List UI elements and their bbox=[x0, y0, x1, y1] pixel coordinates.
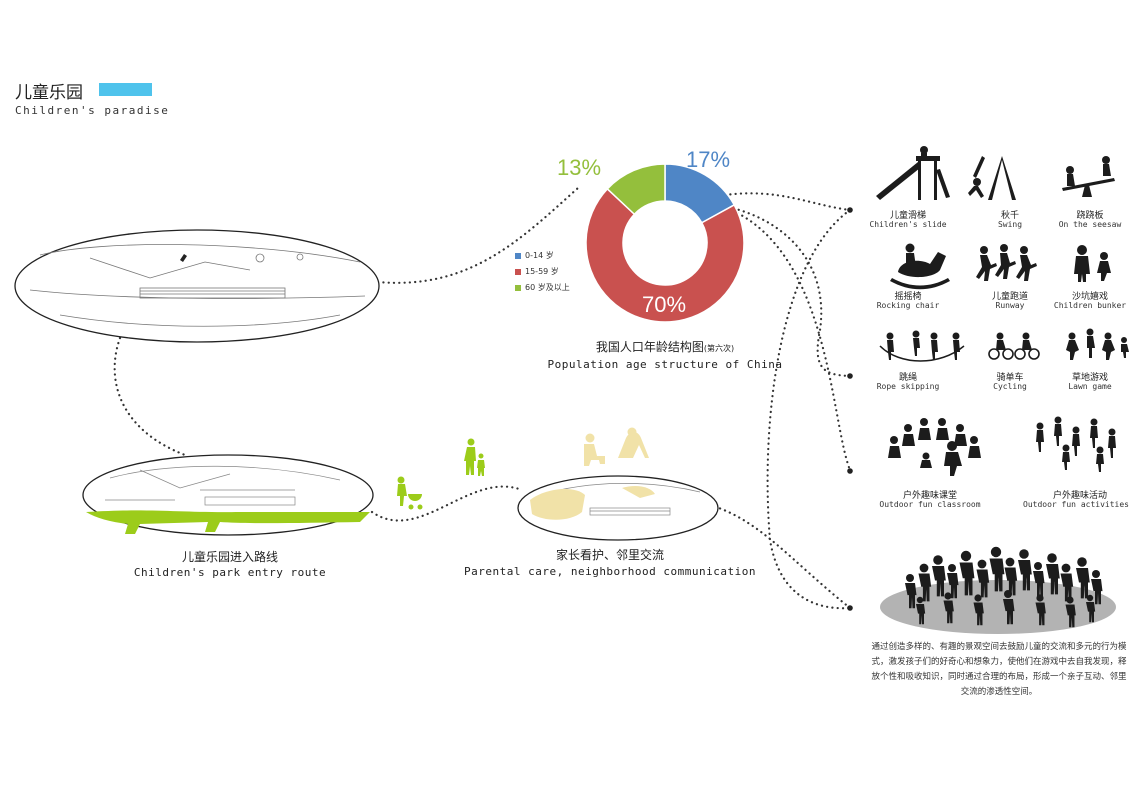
activity-label-en: Runway bbox=[995, 301, 1025, 310]
activity-label-en: Outdoor fun activities bbox=[1023, 500, 1129, 509]
seated-parents-icon bbox=[584, 427, 649, 466]
activity-label-en: Lawn game bbox=[1068, 382, 1112, 391]
activity-label-cn: 儿童跑道 bbox=[991, 292, 1028, 302]
care-label-cn: 家长看护、邻里交流 bbox=[555, 548, 664, 562]
legend-item-elderly: 60 岁及以上 bbox=[515, 282, 570, 293]
connector-to-class bbox=[716, 203, 852, 472]
section-subtitle: Children's paradise bbox=[15, 104, 170, 117]
activity-label-cn: 户外趣味活动 bbox=[1052, 491, 1107, 501]
site-plan-overview bbox=[14, 229, 380, 343]
site-plan-parental-care bbox=[517, 475, 719, 541]
legend-label: 15-59 岁 bbox=[525, 267, 559, 276]
dotted-connectors bbox=[113, 186, 852, 610]
chart-title-text: 我国人口年龄结构图 bbox=[595, 340, 704, 354]
section-title: 儿童乐园 bbox=[15, 83, 83, 103]
activity-label-en: Children's slide bbox=[869, 220, 947, 229]
activity-label-cn: 跷跷板 bbox=[1076, 211, 1104, 221]
activity-label-en: Rope skipping bbox=[876, 382, 940, 391]
legend-swatch bbox=[515, 284, 521, 291]
route-label-en: Children's park entry route bbox=[133, 566, 327, 579]
legend-label: 0-14 岁 bbox=[525, 251, 554, 260]
age-structure-donut bbox=[585, 163, 745, 323]
activity-label-en: Swing bbox=[997, 220, 1023, 229]
slide-icon bbox=[876, 146, 950, 200]
connector-plan-to-route bbox=[113, 336, 187, 457]
donut-slice-2 bbox=[606, 163, 666, 216]
rocking-horse-icon bbox=[890, 243, 950, 290]
activities-icon bbox=[1036, 416, 1116, 472]
family-stroller-icon bbox=[397, 476, 423, 510]
lawn-game-icon bbox=[1066, 328, 1129, 360]
title-accent-bar bbox=[99, 83, 152, 96]
activity-label-cn: 骑单车 bbox=[996, 373, 1024, 383]
connector-plan-to-chart bbox=[376, 186, 580, 284]
community-people-icon bbox=[905, 546, 1103, 628]
legend-label: 60 岁及以上 bbox=[525, 283, 570, 292]
care-label-en: Parental care, neighborhood communicatio… bbox=[463, 565, 757, 578]
connector-chart-to-play bbox=[723, 192, 852, 212]
activity-label-cn: 草地游戏 bbox=[1071, 373, 1108, 383]
connector-care-to-community bbox=[708, 503, 852, 610]
walking-family-icon bbox=[464, 438, 485, 476]
connector-to-sports bbox=[716, 203, 852, 378]
site-plan-entry-route bbox=[82, 454, 374, 536]
legend-item-children: 0-14 岁 bbox=[515, 250, 570, 261]
legend-swatch bbox=[515, 268, 521, 275]
pct-label-elderly: 13% bbox=[557, 155, 602, 180]
chart-subtitle: Population age structure of China bbox=[547, 358, 783, 371]
activity-label-cn: 秋千 bbox=[1000, 211, 1019, 221]
legend-item-adults: 15-59 岁 bbox=[515, 266, 570, 277]
chart-title: 我国人口年龄结构图(第六次) bbox=[540, 338, 790, 355]
activity-label-en: On the seesaw bbox=[1058, 220, 1122, 229]
activity-label-cn: 跳绳 bbox=[898, 373, 917, 383]
activity-label-cn: 摇摇椅 bbox=[894, 292, 922, 302]
route-label-cn: 儿童乐园进入路线 bbox=[181, 550, 278, 564]
activity-label-en: Rocking chair bbox=[876, 301, 940, 310]
sandpit-icon bbox=[1074, 245, 1111, 282]
rope-skipping-icon bbox=[879, 330, 965, 362]
swing-icon bbox=[968, 156, 1016, 200]
legend-swatch bbox=[515, 252, 521, 259]
activity-label-en: Children bunker bbox=[1053, 301, 1127, 310]
description-paragraph: 通过创造多样的、有趣的景观空间去鼓励儿童的交流和多元的行为模式，激发孩子们的好奇… bbox=[871, 642, 1127, 697]
chart-title-note: (第六次) bbox=[703, 344, 735, 353]
activity-icons bbox=[876, 146, 1129, 476]
activity-label-cn: 沙坑嬉戏 bbox=[1071, 292, 1108, 302]
classroom-icon bbox=[888, 418, 981, 476]
runners-icon bbox=[976, 244, 1037, 281]
activity-label-en: Outdoor fun classroom bbox=[879, 500, 981, 509]
bicycle-icon bbox=[988, 332, 1040, 360]
pct-label-children: 17% bbox=[686, 147, 731, 172]
pct-label-adults: 70% bbox=[642, 292, 687, 317]
activity-label-cn: 户外趣味课堂 bbox=[902, 491, 957, 501]
seesaw-icon bbox=[1062, 156, 1115, 197]
chart-legend: 0-14 岁 15-59 岁 60 岁及以上 bbox=[515, 250, 570, 293]
connector-route-to-care bbox=[370, 485, 524, 522]
activity-label-en: Cycling bbox=[993, 382, 1027, 391]
activity-label-cn: 儿童滑梯 bbox=[889, 211, 926, 221]
connector-vertical bbox=[766, 208, 852, 610]
connector-dots bbox=[847, 207, 853, 611]
donut-slice-1 bbox=[585, 187, 745, 323]
